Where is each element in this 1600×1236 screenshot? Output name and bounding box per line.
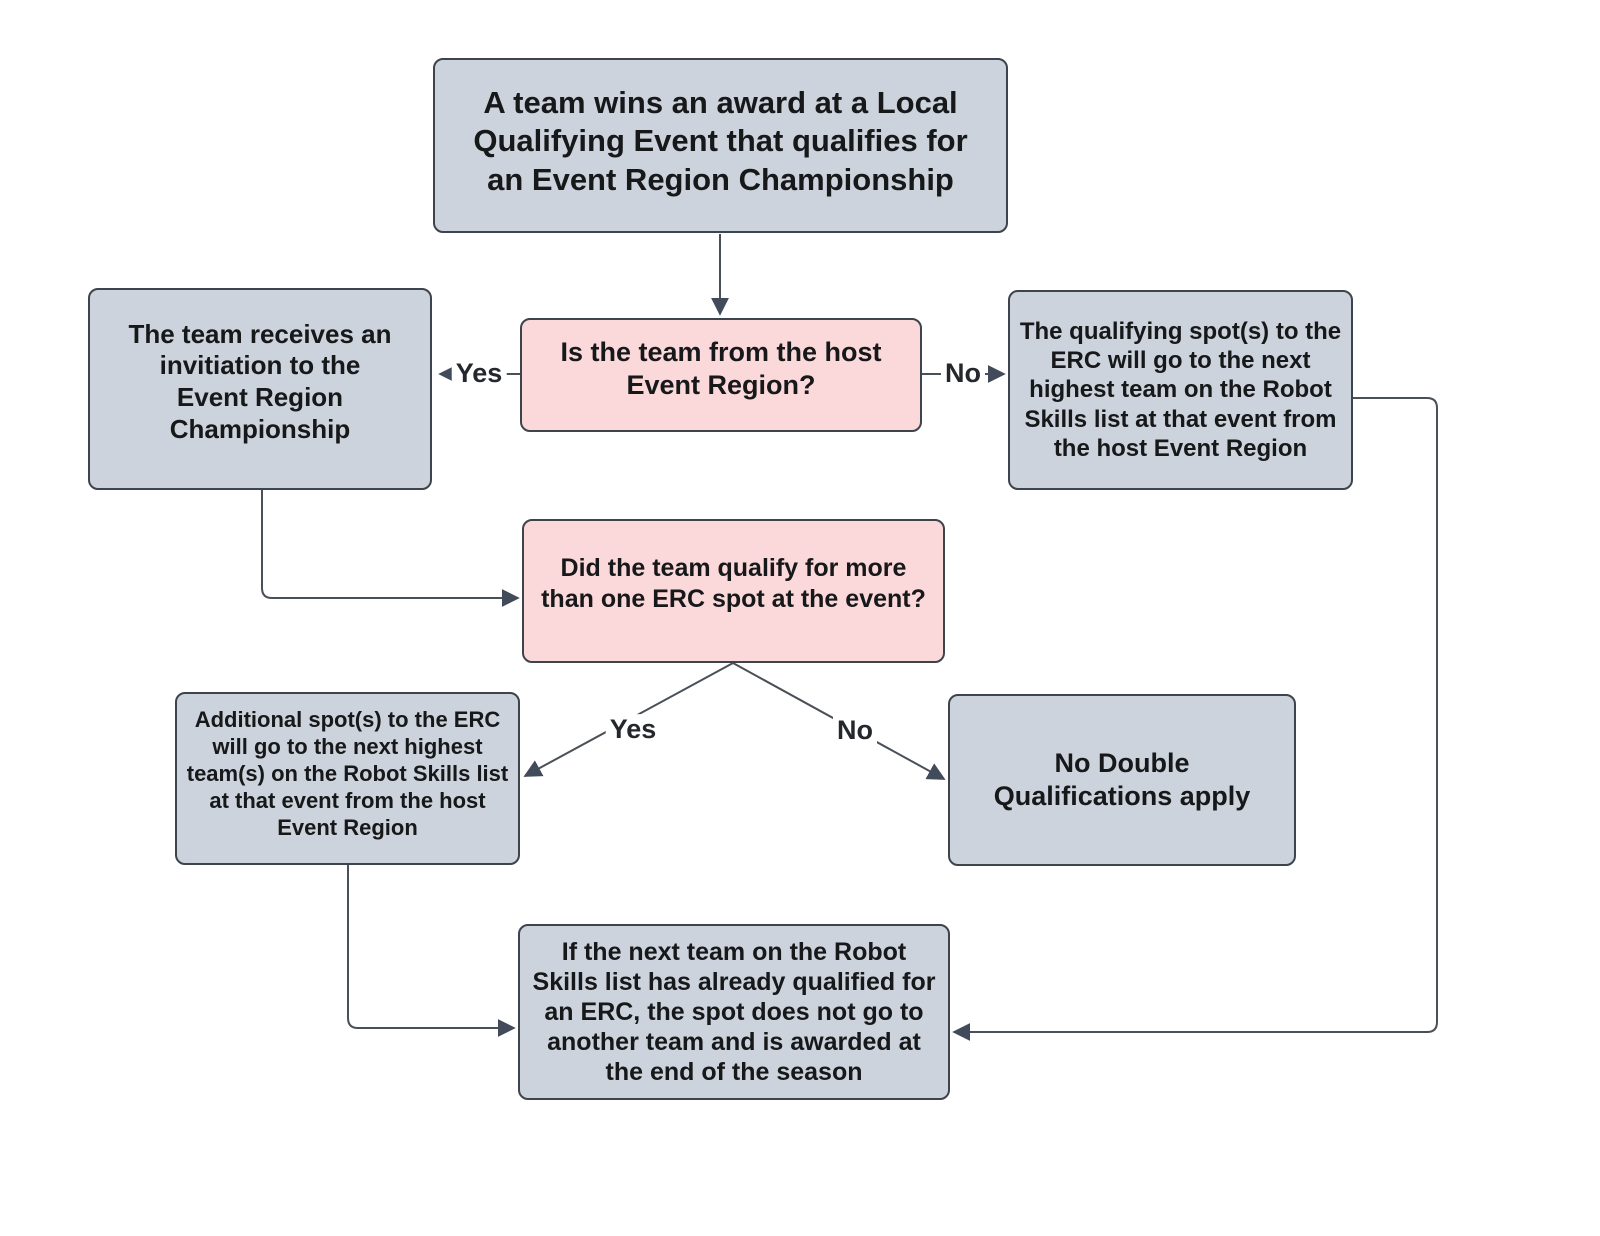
node-additional-spots: Additional spot(s) to the ERC will go to… — [175, 692, 520, 865]
label-host-no: No — [941, 358, 985, 390]
node-start: A team wins an award at a Local Qualifyi… — [433, 58, 1008, 233]
node-host-region-decision: Is the team from the host Event Region? — [520, 318, 922, 432]
node-season-award: If the next team on the Robot Skills lis… — [518, 924, 950, 1100]
edge-additional-to-season — [347, 865, 516, 1037]
node-invitation: The team receives an invitiation to the … — [88, 288, 432, 490]
node-no-double-qualifications: No Double Qualifications apply — [948, 694, 1296, 866]
label-host-yes: Yes — [451, 358, 507, 390]
edge-invitation-to-multi-decision — [261, 490, 520, 607]
node-multi-spot-decision: Did the team qualify for more than one E… — [522, 519, 945, 663]
node-qualifying-spot: The qualifying spot(s) to the ERC will g… — [1008, 290, 1353, 490]
edge-qualifying-to-season — [952, 397, 1438, 1041]
label-multi-no: No — [833, 715, 877, 747]
label-multi-yes: Yes — [605, 714, 661, 746]
